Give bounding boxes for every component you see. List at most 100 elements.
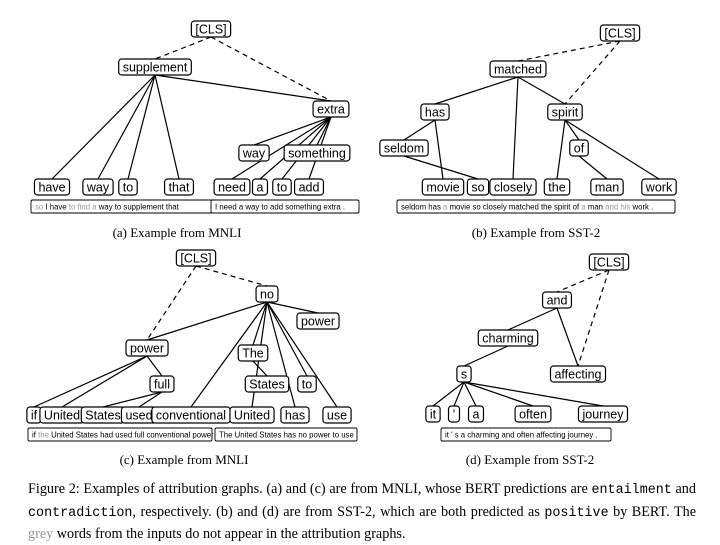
solid-edge — [434, 76, 519, 105]
node-box — [447, 405, 461, 423]
sentence-text: if the United States had used full conve… — [32, 430, 214, 439]
caption-text: words from the inputs do not appear in t… — [53, 526, 406, 542]
node-label: has — [285, 408, 305, 422]
sentence-text: it ' s a charming and often affecting jo… — [445, 430, 598, 439]
word: work . — [631, 202, 653, 211]
node-label: supplement — [123, 60, 188, 74]
solid-edge — [578, 155, 608, 180]
node-box — [272, 178, 292, 196]
node-box — [547, 103, 583, 121]
solid-edge — [512, 76, 519, 180]
code-term: entailment — [591, 483, 672, 498]
graph-node: matched — [489, 60, 547, 78]
graph-node: States — [80, 406, 126, 424]
word: I need a way to add something extra . — [215, 202, 345, 211]
solid-edge — [266, 301, 319, 314]
edges-c — [33, 265, 338, 408]
solid-edge — [453, 381, 465, 407]
panel-a: [CLS] supplement extra way something have way t… — [30, 20, 360, 214]
input-sentence: The United States has no power to use . — [214, 427, 358, 442]
word: The United States has no power to use . — [219, 430, 358, 439]
caption-text: , respectively. (b) and (d) are from SST… — [132, 503, 545, 520]
dashed-edge — [577, 269, 610, 367]
node-box — [477, 329, 539, 347]
solid-edge — [266, 301, 338, 408]
solid-edge — [190, 301, 268, 408]
edges-d — [432, 269, 610, 407]
node-label: way — [86, 180, 110, 194]
node-label: [CLS] — [195, 22, 226, 36]
word: movie so closely matched the spirit of — [450, 202, 582, 211]
input-sentence: it ' s a charming and often affecting jo… — [440, 427, 612, 442]
graph-node: supplement — [118, 58, 192, 76]
word: United States had used full conventional… — [51, 430, 214, 439]
node-label: no — [260, 287, 274, 301]
input-sentence: so I have to find a way to supplement th… — [30, 199, 226, 214]
graph-node: power — [125, 339, 169, 357]
node-box — [118, 178, 138, 196]
graph-node: if — [26, 406, 42, 424]
solid-edge — [507, 307, 558, 331]
node-box — [514, 405, 552, 423]
node-label: seldom — [384, 141, 424, 155]
graph-node: have — [33, 178, 71, 196]
node-label: United — [44, 408, 80, 422]
node-label: movie — [426, 180, 459, 194]
node-label: [CLS] — [593, 255, 624, 269]
node-label: The — [242, 346, 264, 360]
node-label: matched — [494, 62, 542, 76]
solid-edge — [432, 381, 465, 407]
solid-edge — [403, 155, 479, 180]
graph-node: [CLS] — [175, 249, 217, 267]
grey-word: to find a — [69, 202, 99, 211]
node-label: ' — [453, 407, 455, 421]
node-label: charming — [482, 331, 533, 345]
node-label: spirit — [552, 105, 579, 119]
node-label: States — [249, 377, 284, 391]
dashed-edge — [195, 265, 268, 287]
sentence-box — [27, 427, 213, 442]
node-label: a — [257, 180, 264, 194]
sentence-text: seldom has a movie so closely matched th… — [401, 202, 653, 211]
node-label: way — [242, 146, 266, 160]
graph-node: use — [322, 406, 352, 424]
node-label: need — [218, 180, 246, 194]
solid-edge — [138, 391, 163, 408]
node-label: affecting — [554, 367, 601, 381]
node-label: journey — [582, 407, 625, 421]
sentence-text: The United States has no power to use . — [219, 430, 358, 439]
node-label: United — [234, 408, 270, 422]
node-box — [489, 178, 537, 196]
panel-caption-d: (d) Example from SST-2 — [466, 452, 594, 467]
solid-edge — [154, 74, 332, 102]
graph-node: man — [590, 178, 624, 196]
graph-node: ' — [447, 405, 461, 423]
graph-node: extra — [312, 100, 350, 118]
word: way to supplement that — [98, 202, 180, 211]
node-label: something — [288, 146, 346, 160]
sentence-box — [214, 427, 358, 442]
sentence-box — [440, 427, 612, 442]
node-label: add — [299, 180, 320, 194]
solid-edge — [252, 360, 268, 377]
solid-edge — [102, 391, 163, 408]
node-box — [322, 406, 352, 424]
graph-node: power — [296, 312, 340, 330]
panel-caption-c: (c) Example from MNLI — [120, 452, 249, 467]
solid-edge — [556, 119, 566, 180]
graph-node: full — [149, 375, 175, 393]
graph-node: [CLS] — [588, 253, 630, 271]
node-box — [312, 100, 350, 118]
sentence-box — [210, 199, 360, 214]
solid-edge — [266, 301, 308, 377]
node-box — [549, 365, 607, 383]
node-label: power — [301, 314, 335, 328]
code-term: contradiction — [28, 505, 133, 521]
graph-node: [CLS] — [190, 20, 232, 38]
solid-edge — [517, 76, 566, 105]
graph-node: a — [251, 178, 269, 196]
